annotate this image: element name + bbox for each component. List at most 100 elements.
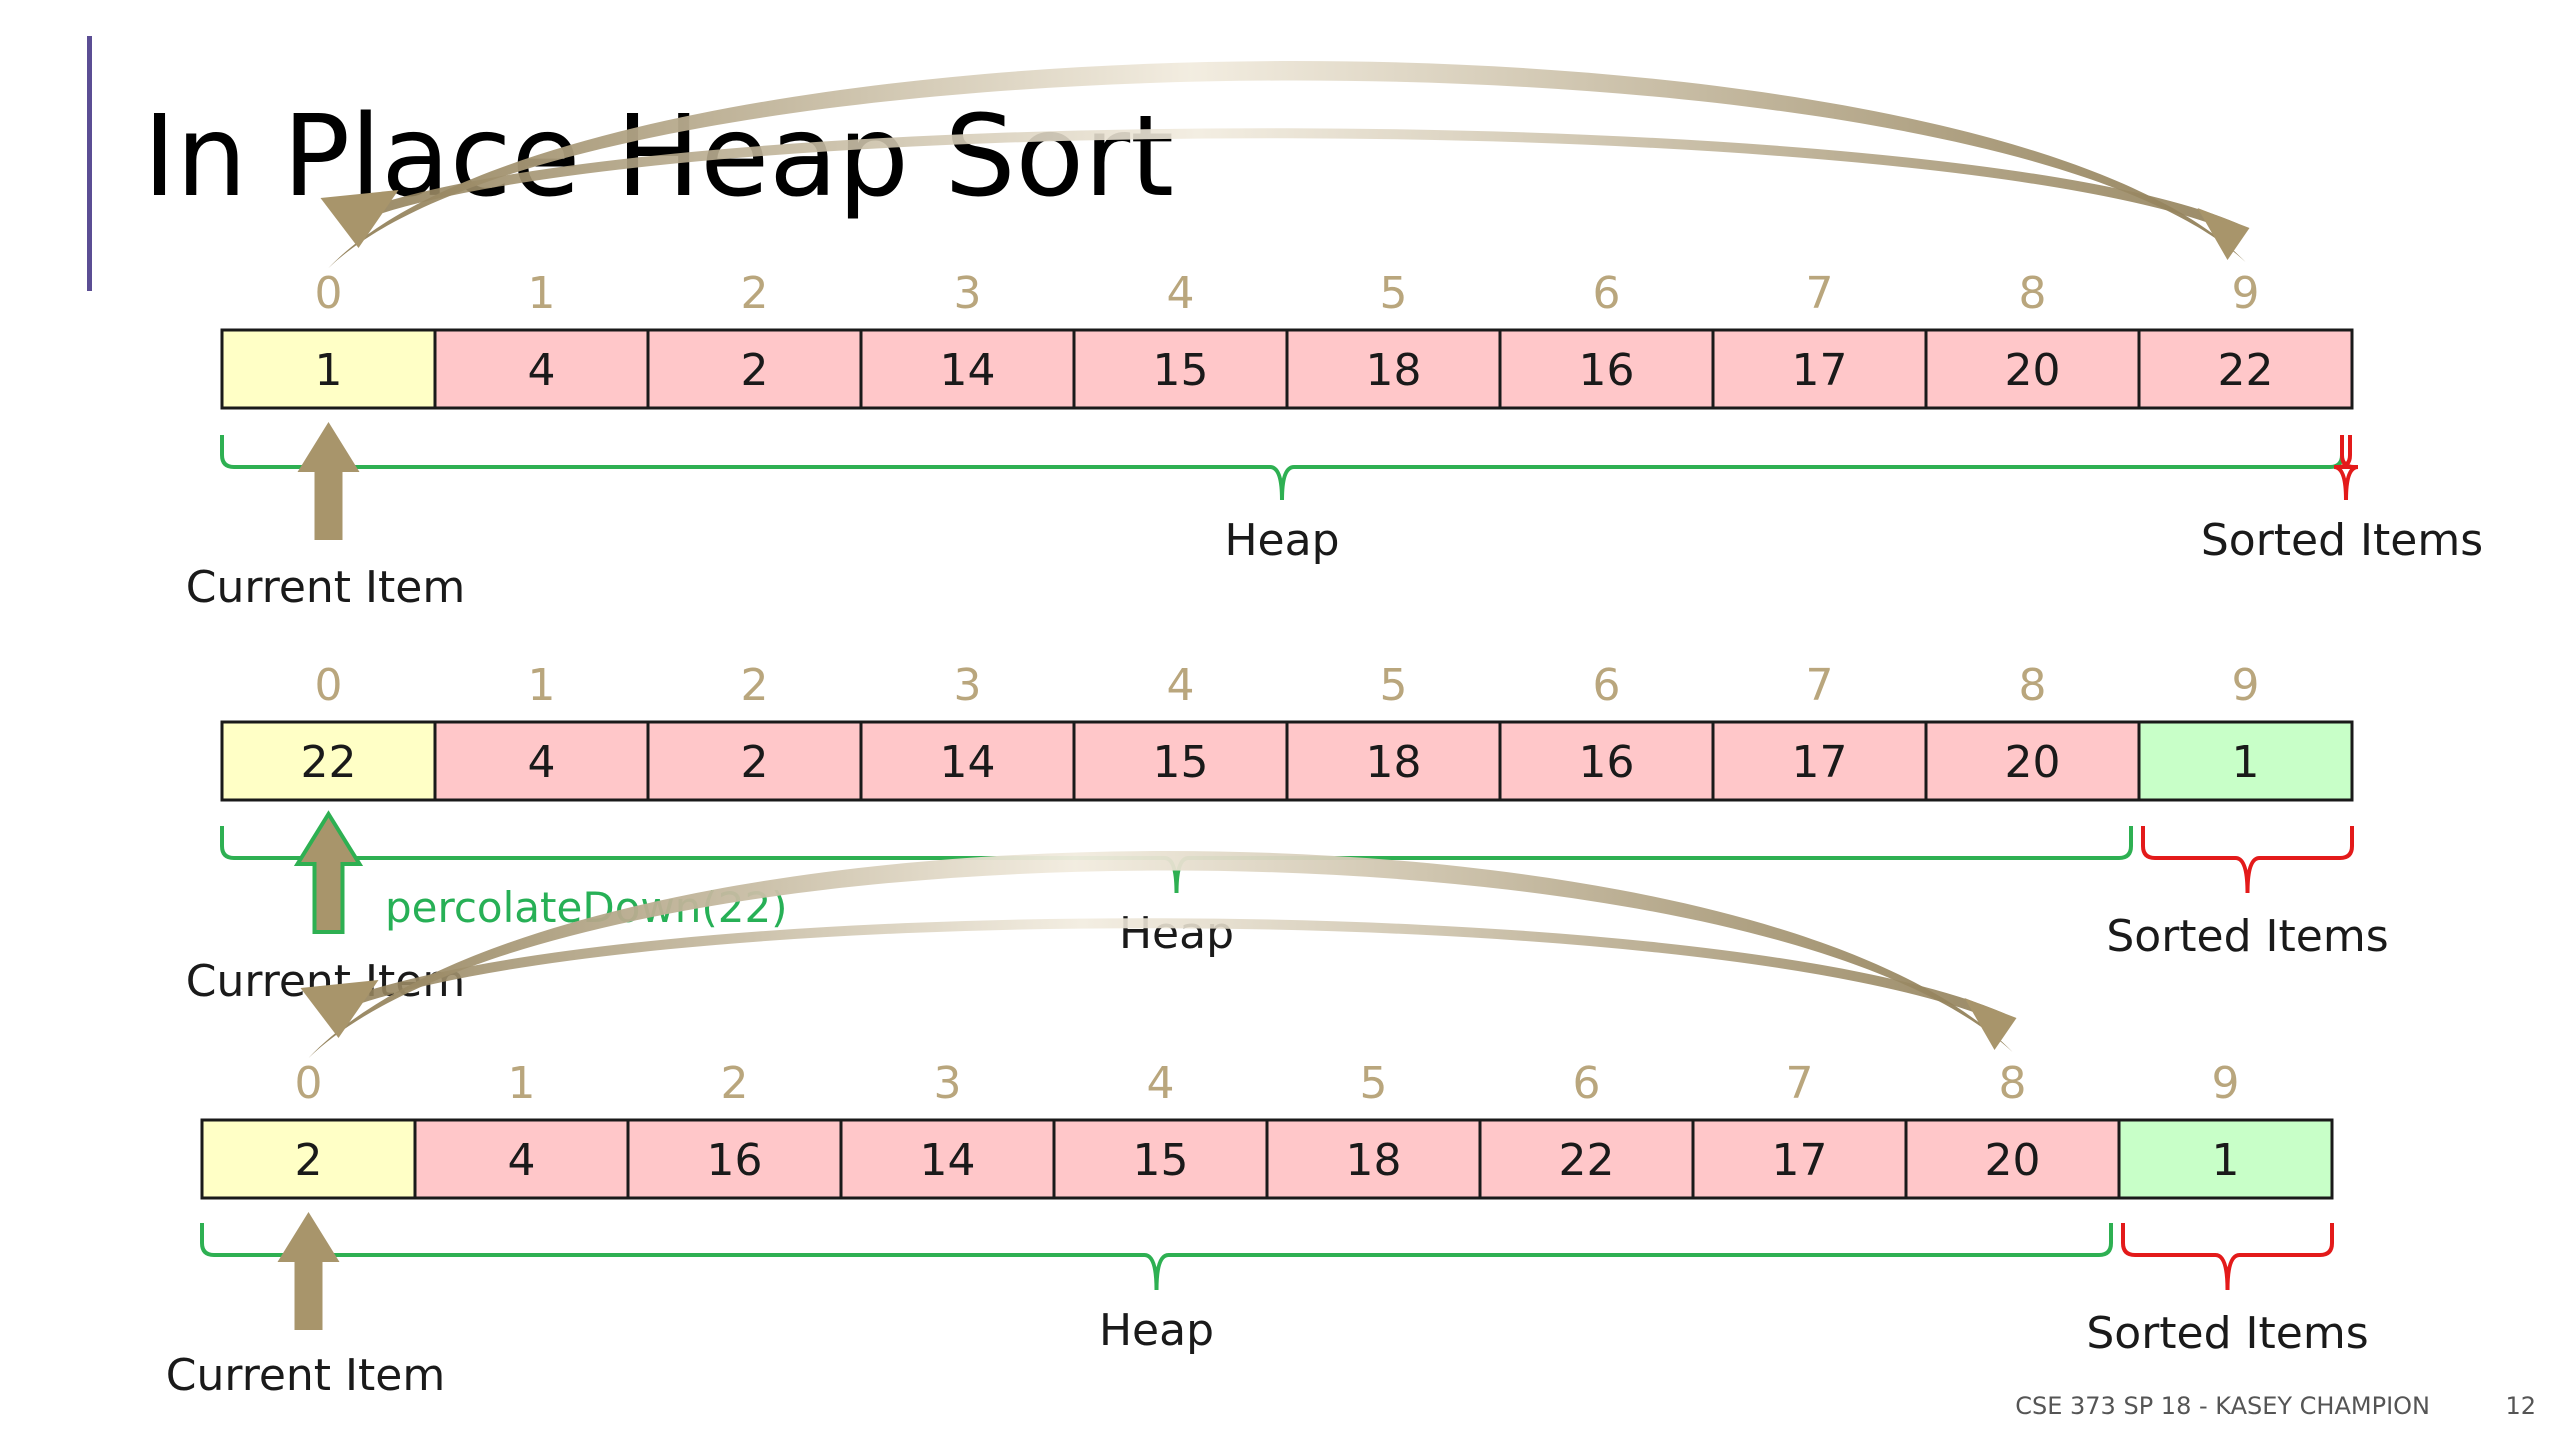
array-index-label: 5 xyxy=(1380,660,1408,711)
array-index-label: 1 xyxy=(528,660,556,711)
sorted-brace xyxy=(2141,826,2354,894)
current-item-label: Current Item xyxy=(186,562,465,613)
footer-course: CSE 373 SP 18 - KASEY CHAMPION xyxy=(2015,1392,2430,1420)
array-index-label: 4 xyxy=(1167,268,1195,319)
array-cell-value: 15 xyxy=(1153,737,1209,788)
array-index-label: 2 xyxy=(741,660,769,711)
array-cell-value: 14 xyxy=(940,345,996,396)
array-index-label: 9 xyxy=(2232,268,2260,319)
array-cell xyxy=(1691,1118,1908,1200)
array-index-label: 7 xyxy=(1806,660,1834,711)
array-cell xyxy=(626,1118,843,1200)
array-cell xyxy=(1711,720,1928,802)
array-cell-value: 20 xyxy=(1985,1135,2041,1186)
heap-brace xyxy=(200,1223,2113,1291)
array-cell xyxy=(220,328,437,410)
array-cell-value: 2 xyxy=(741,737,769,788)
array-index-label: 0 xyxy=(315,660,343,711)
array-cell-value: 14 xyxy=(940,737,996,788)
array-cell-value: 14 xyxy=(920,1135,976,1186)
array-cell xyxy=(1285,328,1502,410)
sorted-items-label: Sorted Items xyxy=(2201,515,2483,566)
array-index-label: 7 xyxy=(1806,268,1834,319)
array-cell xyxy=(2137,328,2354,410)
array-index-label: 4 xyxy=(1147,1058,1175,1109)
array-cell xyxy=(1265,1118,1482,1200)
array-cell xyxy=(1285,720,1502,802)
array-cell xyxy=(839,1118,1056,1200)
array-cell-value: 15 xyxy=(1133,1135,1189,1186)
heap-brace xyxy=(220,826,2133,894)
array-index-label: 5 xyxy=(1380,268,1408,319)
array-cell-value: 17 xyxy=(1792,345,1848,396)
array-index-label: 3 xyxy=(954,660,982,711)
array-cell-value: 22 xyxy=(301,737,357,788)
array-index-label: 1 xyxy=(528,268,556,319)
array-cell xyxy=(200,1118,417,1200)
array-cell-value: 18 xyxy=(1346,1135,1402,1186)
array-cell-value: 1 xyxy=(2212,1135,2240,1186)
title-accent-bar xyxy=(87,36,92,291)
array-cell-value: 18 xyxy=(1366,345,1422,396)
current-item-arrow-icon xyxy=(293,810,364,934)
array-cell xyxy=(433,720,650,802)
array-cell-value: 15 xyxy=(1153,345,1209,396)
array-index-label: 6 xyxy=(1593,660,1621,711)
current-item-arrow-icon xyxy=(277,1212,340,1330)
array-cell-value: 17 xyxy=(1792,737,1848,788)
swap-arc-arrow-icon xyxy=(300,850,2017,1058)
array-index-label: 0 xyxy=(295,1058,323,1109)
array-index-label: 8 xyxy=(2019,268,2047,319)
array-cell-value: 20 xyxy=(2005,345,2061,396)
array-index-label: 2 xyxy=(721,1058,749,1109)
current-item-label: Current Item xyxy=(166,1350,445,1401)
array-index-label: 3 xyxy=(954,268,982,319)
array-cell xyxy=(646,720,863,802)
array-index-label: 5 xyxy=(1360,1058,1388,1109)
heap-label: Heap xyxy=(1099,1305,1214,1356)
array-cell-value: 2 xyxy=(741,345,769,396)
array-cell-value: 1 xyxy=(2232,737,2260,788)
array-cell xyxy=(646,328,863,410)
array-index-label: 3 xyxy=(934,1058,962,1109)
array-cell-value: 22 xyxy=(1559,1135,1615,1186)
array-index-label: 9 xyxy=(2232,660,2260,711)
array-index-label: 0 xyxy=(315,268,343,319)
array-cell-value: 16 xyxy=(1579,737,1635,788)
sorted-items-label: Sorted Items xyxy=(2106,911,2388,962)
current-item-arrow-icon xyxy=(297,422,360,540)
array-index-label: 6 xyxy=(1573,1058,1601,1109)
array-cell xyxy=(2117,1118,2334,1200)
array-cell xyxy=(1924,328,2141,410)
array-cell xyxy=(1498,720,1715,802)
sorted-brace xyxy=(2121,1223,2334,1291)
array-cell xyxy=(413,1118,630,1200)
array-cell-value: 22 xyxy=(2218,345,2274,396)
array-index-label: 9 xyxy=(2212,1058,2240,1109)
array-index-label: 6 xyxy=(1593,268,1621,319)
array-index-label: 7 xyxy=(1786,1058,1814,1109)
array-cell-value: 20 xyxy=(2005,737,2061,788)
array-cell xyxy=(1072,328,1289,410)
array-cell-value: 16 xyxy=(1579,345,1635,396)
array-index-label: 4 xyxy=(1167,660,1195,711)
array-cell xyxy=(2137,720,2354,802)
array-index-label: 8 xyxy=(1999,1058,2027,1109)
footer-page-number: 12 xyxy=(2505,1392,2536,1420)
array-cell-value: 2 xyxy=(295,1135,323,1186)
sorted-items-label: Sorted Items xyxy=(2086,1308,2368,1359)
heap-label: Heap xyxy=(1224,515,1339,566)
array-cell-value: 16 xyxy=(707,1135,763,1186)
array-cell-value: 4 xyxy=(528,737,556,788)
array-cell xyxy=(1711,328,1928,410)
array-cell-value: 17 xyxy=(1772,1135,1828,1186)
array-cell-value: 18 xyxy=(1366,737,1422,788)
array-cell xyxy=(433,328,650,410)
array-index-label: 1 xyxy=(508,1058,536,1109)
heap-label: Heap xyxy=(1119,908,1234,959)
array-cell xyxy=(859,720,1076,802)
